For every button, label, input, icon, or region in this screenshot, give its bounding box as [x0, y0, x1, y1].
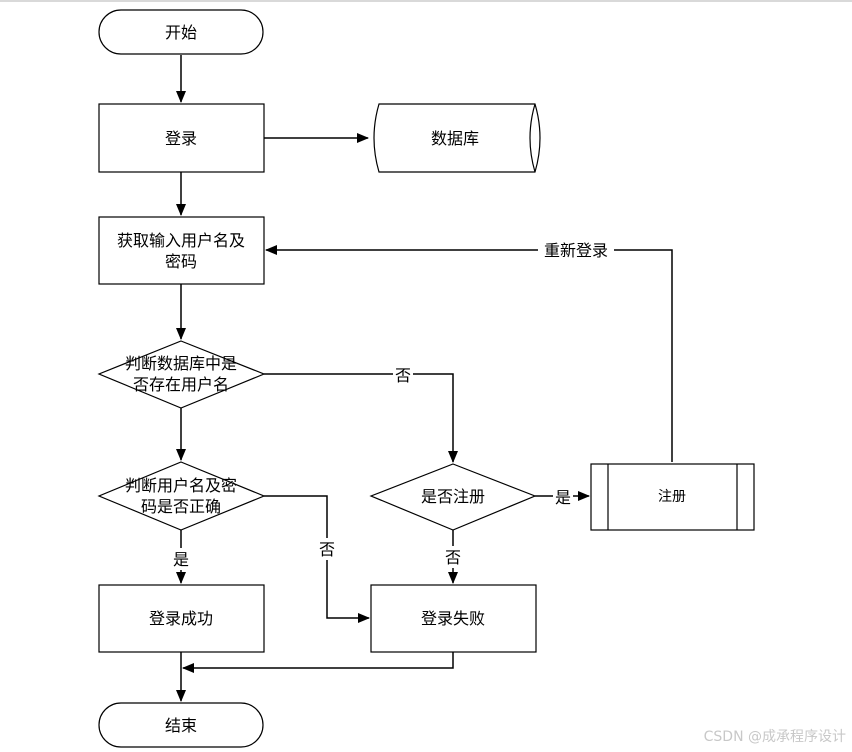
edges [176, 55, 673, 702]
node-check-pass: 判断用户名及密 码是否正确 [97, 461, 266, 531]
label-no-user: 否 [395, 366, 411, 385]
node-check-user-line2: 否存在用户名 [133, 375, 229, 394]
top-divider [0, 0, 852, 2]
node-start-label: 开始 [165, 23, 197, 42]
node-login-fail-label: 登录失败 [421, 609, 485, 628]
edge-labels: 重新登录 否 否 是 是 否 [171, 238, 614, 570]
label-pass-wrong: 否 [319, 540, 335, 559]
edge-register-input [265, 245, 673, 462]
node-login-success: 登录成功 [98, 584, 265, 653]
node-check-user-line1: 判断数据库中是 [125, 354, 237, 373]
node-check-pass-line1: 判断用户名及密 [125, 476, 237, 495]
node-get-input-line2: 密码 [165, 252, 197, 271]
node-register: 注册 [590, 463, 755, 531]
edge-fail-end [182, 652, 454, 673]
node-get-input: 获取输入用户名及 密码 [98, 216, 265, 285]
edge-checkpass-fail [264, 495, 370, 623]
node-database: 数据库 [373, 103, 541, 173]
node-check-pass-line2: 码是否正确 [141, 497, 221, 516]
node-login-fail: 登录失败 [370, 584, 537, 653]
node-end-label: 结束 [165, 716, 197, 735]
label-pass-ok: 是 [173, 550, 189, 569]
node-is-register: 是否注册 [369, 463, 537, 531]
edge-checkuser-isregister [264, 373, 458, 463]
node-end: 结束 [98, 702, 264, 748]
node-login-label: 登录 [165, 129, 197, 148]
watermark: CSDN @成承程序设计 [703, 729, 846, 745]
node-is-register-label: 是否注册 [421, 487, 485, 506]
node-login: 登录 [98, 103, 265, 173]
node-check-user: 判断数据库中是 否存在用户名 [97, 340, 266, 409]
node-database-label: 数据库 [431, 129, 479, 148]
label-relogin: 重新登录 [544, 241, 608, 260]
node-get-input-line1: 获取输入用户名及 [117, 231, 245, 250]
node-start: 开始 [98, 9, 264, 55]
node-login-success-label: 登录成功 [149, 609, 213, 628]
label-register-no: 否 [445, 548, 461, 567]
label-register-yes: 是 [555, 488, 571, 507]
node-register-label: 注册 [658, 489, 686, 505]
